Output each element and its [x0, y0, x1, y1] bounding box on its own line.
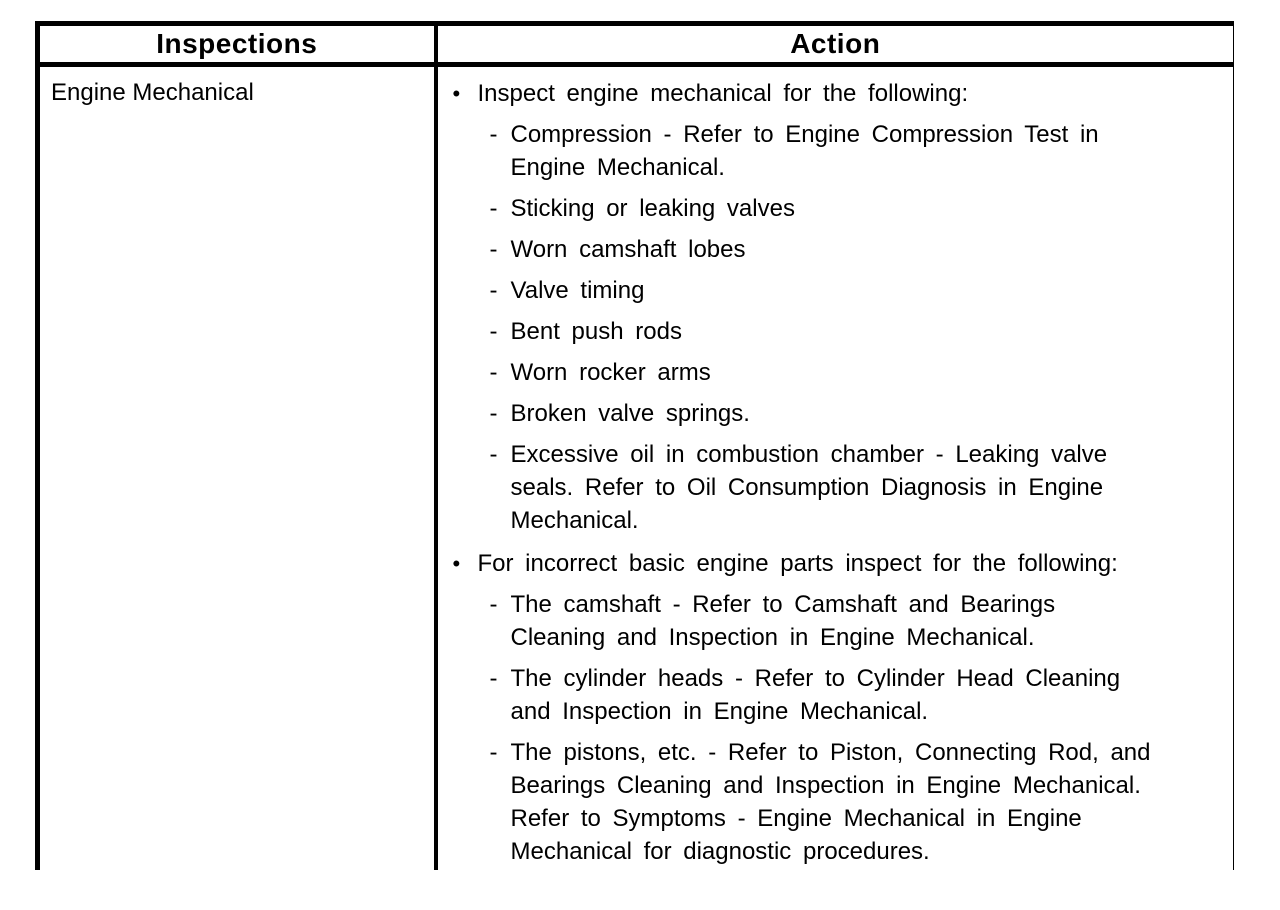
action-dash-item: -The camshaft - Refer to Camshaft and Be…	[490, 588, 1234, 654]
sub-action-text: The pistons, etc. - Refer to Piston, Con…	[510, 739, 1151, 865]
action-bullet-item: • For incorrect basic engine parts inspec…	[453, 547, 1234, 580]
dash-icon: -	[489, 277, 498, 304]
action-dash-item: -Sticking or leaking valves	[490, 192, 1234, 225]
action-cell: • Inspect engine mechanical for the follo…	[433, 62, 1234, 870]
column-header-inspections: Inspections	[35, 21, 438, 67]
table-viewport: Inspections Action Engine Mechanical • In…	[35, 21, 1234, 870]
table-header-row: Inspections Action	[35, 21, 1234, 67]
sub-action-text: Excessive oil in combustion chamber - Le…	[510, 441, 1108, 534]
action-dash-item: -Broken valve springs.	[490, 397, 1234, 430]
sub-action-text: Compression - Refer to Engine Compressio…	[510, 121, 1099, 181]
action-dash-item: -Worn rocker arms	[490, 356, 1234, 389]
dash-icon: -	[489, 665, 498, 692]
sub-action-text: The camshaft - Refer to Camshaft and Bea…	[510, 591, 1056, 651]
dash-icon: -	[489, 236, 498, 263]
action-dash-item: -Compression - Refer to Engine Compressi…	[490, 118, 1234, 184]
bullet-icon: •	[452, 81, 461, 106]
dash-icon: -	[489, 121, 498, 148]
dash-icon: -	[489, 441, 498, 468]
action-text: Inspect engine mechanical for the follow…	[477, 80, 969, 107]
action-text: For incorrect basic engine parts inspect…	[477, 550, 1118, 577]
action-dash-item: -Bent push rods	[490, 315, 1234, 348]
dash-icon: -	[489, 400, 498, 427]
action-list: • Inspect engine mechanical for the follo…	[438, 77, 1234, 868]
sub-action-text: Broken valve springs.	[510, 400, 750, 427]
action-bullet-item: • Inspect engine mechanical for the follo…	[453, 77, 1234, 110]
dash-icon: -	[489, 318, 498, 345]
sub-action-text: Worn camshaft lobes	[510, 236, 746, 263]
bullet-icon: •	[452, 551, 461, 576]
action-dash-item: -Valve timing	[490, 274, 1234, 307]
dash-icon: -	[489, 359, 498, 386]
column-header-action: Action	[433, 21, 1234, 67]
dash-icon: -	[489, 739, 498, 766]
sub-action-text: Worn rocker arms	[510, 359, 711, 386]
sub-action-text: The cylinder heads - Refer to Cylinder H…	[510, 665, 1121, 725]
dash-icon: -	[489, 591, 498, 618]
sub-action-text: Bent push rods	[510, 318, 682, 345]
sub-action-text: Sticking or leaking valves	[510, 195, 795, 222]
inspection-action-table: Inspections Action Engine Mechanical • In…	[35, 21, 1234, 870]
action-dash-item: -The pistons, etc. - Refer to Piston, Co…	[490, 736, 1234, 868]
dash-icon: -	[489, 195, 498, 222]
inspection-cell: Engine Mechanical	[35, 62, 438, 870]
action-dash-item: -Worn camshaft lobes	[490, 233, 1234, 266]
action-dash-item: -The cylinder heads - Refer to Cylinder …	[490, 662, 1234, 728]
sub-action-text: Valve timing	[510, 277, 645, 304]
action-dash-item: -Excessive oil in combustion chamber - L…	[490, 438, 1234, 537]
table-row: Engine Mechanical • Inspect engine mechan…	[35, 62, 1234, 870]
